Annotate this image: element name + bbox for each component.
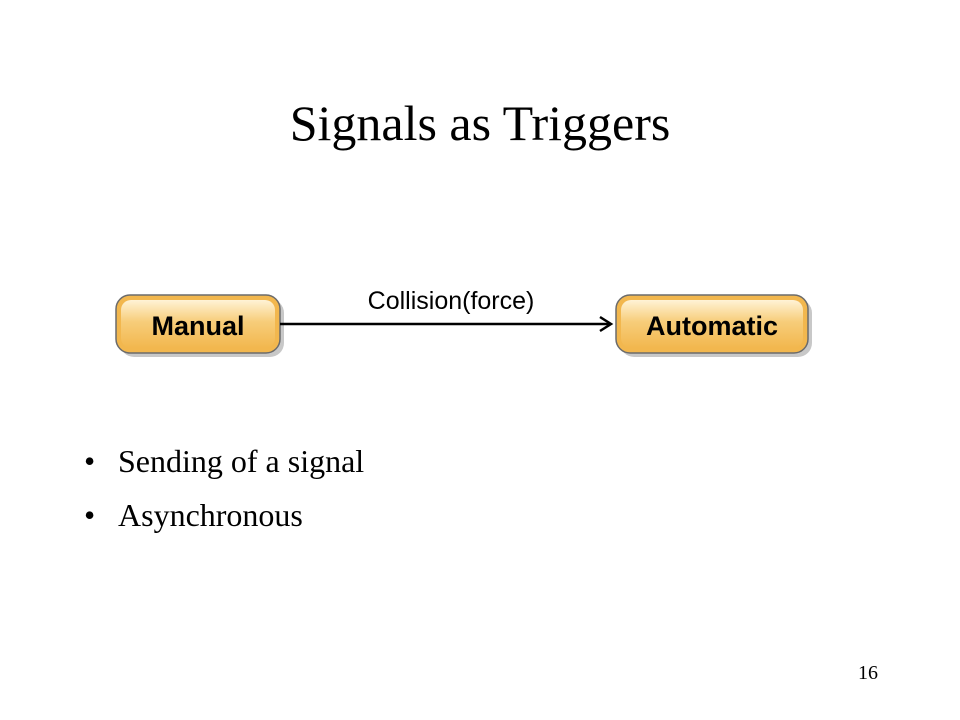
bullet-glyph: • <box>84 497 96 533</box>
page-number: 16 <box>858 662 878 684</box>
bullet-text: Sending of a signal <box>118 443 365 479</box>
bullet-glyph: • <box>84 443 96 479</box>
transition-label: Collision(force) <box>368 287 535 315</box>
arrowhead <box>599 315 614 333</box>
state-manual-inner <box>121 300 275 348</box>
state-manual-label: Manual <box>151 311 244 341</box>
bullet-text: Asynchronous <box>118 497 303 533</box>
state-manual: Manual <box>115 294 284 357</box>
state-automatic-inner <box>621 300 803 348</box>
slide-title: Signals as Triggers <box>289 95 671 151</box>
state-automatic-label: Automatic <box>646 311 778 341</box>
transition-arrow <box>280 315 614 333</box>
bullet-item: • Sending of a signal <box>84 440 364 494</box>
bullet-list: • Sending of a signal • Asynchronous <box>84 440 364 548</box>
state-automatic: Automatic <box>615 294 812 357</box>
bullet-item: • Asynchronous <box>84 494 364 548</box>
